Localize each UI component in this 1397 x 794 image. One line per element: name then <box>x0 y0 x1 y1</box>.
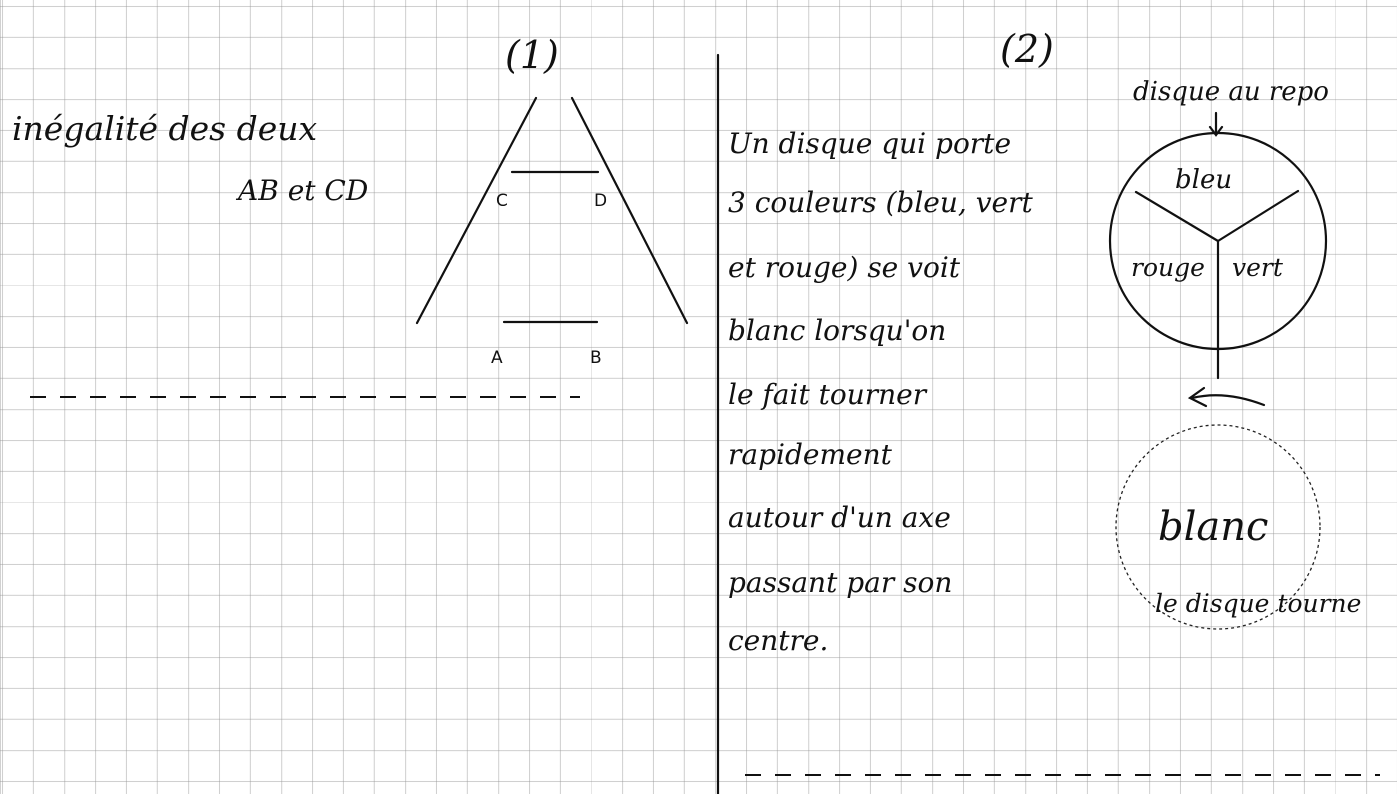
description-text: Un disque qui porte 3 couleurs (bleu, ve… <box>728 127 1033 657</box>
text-line: rapidement <box>728 438 893 471</box>
sector-blue-label: bleu <box>1175 165 1232 195</box>
disk-rest-label: disque au repo <box>1133 77 1329 107</box>
text-line: autour d'un axe <box>728 501 951 534</box>
text-line: 3 couleurs (bleu, vert <box>728 186 1033 219</box>
right-oblique-line <box>570 96 689 325</box>
arrow-down-icon <box>1208 111 1224 137</box>
rotation-arrow-icon <box>1187 386 1266 408</box>
inequality-subtitle: AB et CD <box>235 174 368 207</box>
text-line: le fait tourner <box>728 378 928 411</box>
point-c-label: C <box>496 191 508 211</box>
point-a-label: A <box>491 348 503 368</box>
point-b-label: B <box>590 348 602 368</box>
spinning-caption: le disque tourne <box>1155 589 1361 618</box>
text-line: Un disque qui porte <box>728 127 1011 160</box>
spinning-disk: blanc <box>1115 424 1321 630</box>
sector-red-label: rouge <box>1131 253 1205 282</box>
spinning-disk-label: blanc <box>1158 504 1268 550</box>
text-line: centre. <box>728 624 828 657</box>
two-segments-figure: C D A B <box>415 96 689 368</box>
color-disk-at-rest: bleu rouge vert <box>1108 131 1328 380</box>
point-d-label: D <box>594 191 607 211</box>
sector-green-label: vert <box>1232 253 1284 282</box>
text-line: blanc lorsqu'on <box>728 314 946 347</box>
text-line: et rouge) se voit <box>728 251 961 284</box>
section-1-label: (1) <box>505 33 559 77</box>
text-line: passant par son <box>728 566 952 599</box>
inequality-title: inégalité des deux <box>12 109 318 148</box>
left-oblique-line <box>415 96 538 325</box>
section-2-label: (2) <box>1000 27 1054 71</box>
